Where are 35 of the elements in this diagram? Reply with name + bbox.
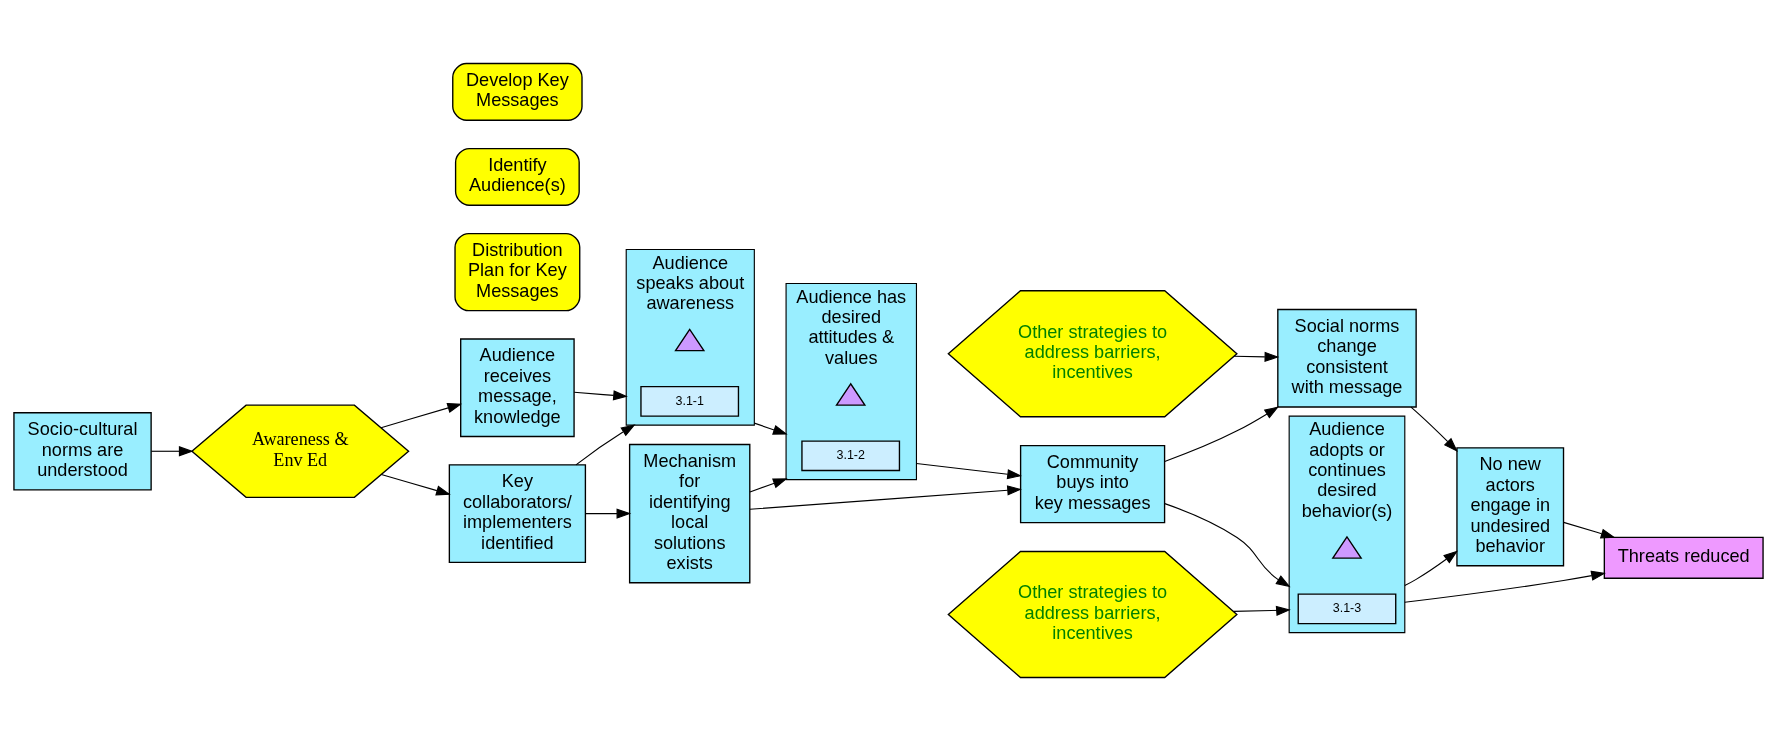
node-triangle [835, 382, 867, 406]
arrow [585, 508, 632, 519]
node-box: Key collaborators/ implementers identified [448, 464, 587, 564]
node-triangle [674, 328, 706, 352]
arrow [150, 446, 194, 457]
node-box: Distribution Plan for Key Messages [454, 232, 581, 312]
arrow [753, 422, 788, 435]
node-box: Develop Key Messages [452, 62, 583, 121]
node-box: Threats reduced [1603, 536, 1764, 579]
arrow [749, 485, 1022, 510]
node-box: 3.1-1 [640, 385, 740, 417]
arrow [1164, 406, 1280, 462]
node-box: 3.1-2 [801, 440, 901, 472]
arrow [1164, 503, 1291, 588]
arrow [1404, 570, 1606, 603]
node-box: Community buys into key messages [1019, 444, 1166, 524]
node-box: Mechanism for identifying local solutions exists [628, 443, 751, 584]
arrow [380, 473, 451, 496]
arrow [749, 478, 788, 493]
arrow [575, 424, 636, 466]
node-box: Identify Audience(s) [454, 147, 580, 206]
node-box: Social norms change consistent with message [1277, 308, 1417, 408]
arrow [573, 390, 628, 401]
node-box: 3.1-3 [1297, 593, 1397, 625]
arrow [1410, 406, 1458, 452]
node-triangle [1331, 535, 1363, 559]
arrow [1404, 550, 1459, 587]
arrow [1233, 351, 1280, 362]
node-box: Socio-cultural norms are understood [13, 412, 152, 491]
node-box: Audience receives message, knowledge [460, 338, 575, 438]
arrow [1232, 605, 1291, 616]
arrow [1563, 521, 1616, 539]
node-box: No new actors engage in undesired behavior [1456, 447, 1565, 567]
arrow [380, 403, 463, 429]
arrow [915, 462, 1022, 480]
